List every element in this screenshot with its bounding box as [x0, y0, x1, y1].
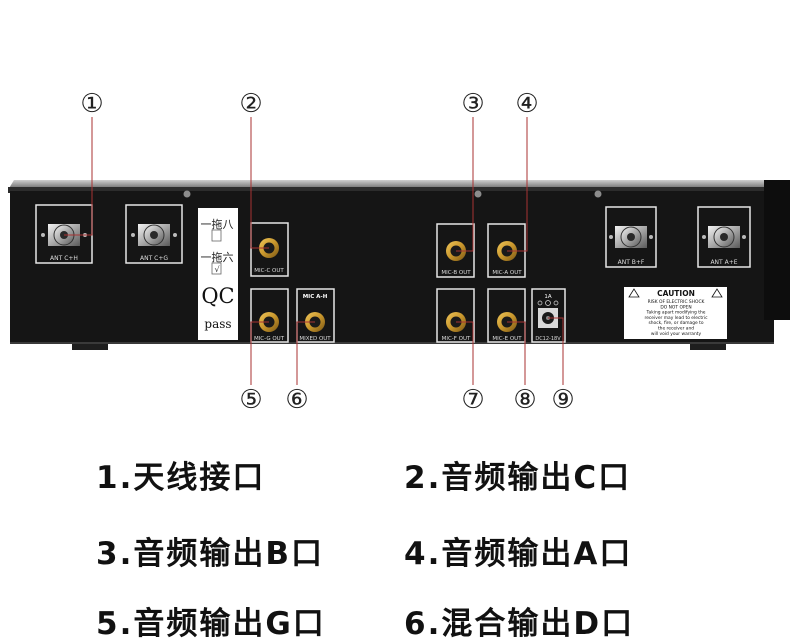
callout-number-1: ①	[80, 89, 103, 119]
leader-line-3	[456, 117, 474, 252]
legend-item-3: 3.音频输出B口	[96, 536, 324, 572]
label-ant-b-f: ANT B+F	[618, 259, 645, 266]
foot-right	[690, 344, 726, 350]
label-dc-voltage: DC12-18V	[535, 336, 561, 342]
label-ant-c-h: ANT C+H	[50, 255, 78, 262]
check-mark-icon: √	[214, 265, 220, 274]
leader-line-6	[296, 321, 315, 385]
label-mic-f-out: MIC-F OUT	[442, 336, 471, 342]
foot-left	[72, 344, 108, 350]
label-mixed-out: MIXED OUT	[299, 336, 331, 342]
screw-top-middle	[474, 190, 482, 198]
callout-number-3: ③	[461, 89, 484, 119]
label-ant-c-g: ANT C+G	[140, 255, 168, 262]
chassis-lip	[8, 187, 786, 193]
callout-number-6: ⑥	[285, 385, 308, 415]
caution-line-1: RISK OF ELECTRIC SHOCK	[648, 299, 705, 305]
antenna-jack-4: ANT A+E	[697, 206, 751, 268]
label-mic-a-out: MIC-A OUT	[492, 270, 522, 276]
legend-item-6: 6.混合输出D口	[404, 606, 635, 642]
label-ant-a-e: ANT A+E	[710, 259, 737, 266]
callout-number-8: ⑧	[513, 385, 536, 415]
legend-item-1: 1.天线接口	[96, 460, 266, 496]
label-dc-current: 1A	[544, 294, 551, 300]
qc-sticker: 一拖八 一拖六 √ QC pass	[198, 208, 238, 340]
antenna-jack-3: ANT B+F	[605, 206, 657, 268]
sticker-text-1-to-6: 一拖六	[201, 250, 234, 264]
diagram-svg: ANT C+H ANT C+G ANT B+F ANT A+E 一拖八 一拖六 …	[8, 89, 790, 415]
leader-line-2	[250, 117, 269, 249]
label-mic-e-out: MIC-E OUT	[492, 336, 522, 342]
sticker-qc: QC	[201, 284, 234, 308]
leader-line-8	[507, 321, 526, 385]
leader-line-1	[64, 117, 93, 236]
screw-top-right	[594, 190, 602, 198]
chassis-bottom-edge	[10, 342, 774, 344]
leader-line-5	[250, 321, 269, 385]
caution-line-7: will void your warranty	[651, 331, 702, 337]
caution-line-4: receiver may lead to electric	[644, 315, 708, 321]
caution-title: CAUTION	[657, 289, 695, 298]
label-mic-b-out: MIC-B OUT	[441, 270, 471, 276]
screw-top-left	[183, 190, 191, 198]
caution-line-6: the receiver and	[658, 326, 694, 332]
caution-line-2: DO NOT OPEN	[660, 304, 691, 310]
callout-number-5: ⑤	[239, 385, 262, 415]
rack-ear	[764, 180, 790, 320]
legend-item-4: 4.音频输出A口	[404, 536, 633, 572]
rear-panel-diagram: ANT C+H ANT C+G ANT B+F ANT A+E 一拖八 一拖六 …	[8, 89, 790, 642]
caution-line-5: shock, fire, or damage to	[648, 320, 703, 326]
callout-number-9: ⑨	[551, 385, 574, 415]
audio-jack-mixed: MIC A-H MIXED OUT	[296, 288, 335, 343]
caution-line-3: Taking apart modifying the	[646, 310, 706, 316]
label-mic-g-out: MIC-G OUT	[254, 336, 285, 342]
label-mic-a-h: MIC A-H	[303, 294, 328, 300]
warning-triangle-icon-right	[711, 288, 723, 298]
legend-item-2: 2.音频输出C口	[404, 460, 632, 496]
leader-line-7	[456, 321, 474, 385]
legend-item-5: 5.音频输出G口	[96, 606, 326, 642]
sticker-text-1-to-8: 一拖八	[201, 217, 234, 231]
callout-number-2: ②	[239, 89, 262, 119]
label-mic-c-out: MIC-C OUT	[254, 268, 284, 274]
sticker-pass: pass	[204, 317, 231, 331]
warning-triangle-icon	[628, 288, 640, 298]
callout-number-7: ⑦	[461, 385, 484, 415]
callout-number-4: ④	[515, 89, 538, 119]
leader-line-9	[548, 317, 564, 385]
leader-line-4	[507, 117, 528, 252]
antenna-jack-2: ANT C+G	[125, 204, 183, 264]
